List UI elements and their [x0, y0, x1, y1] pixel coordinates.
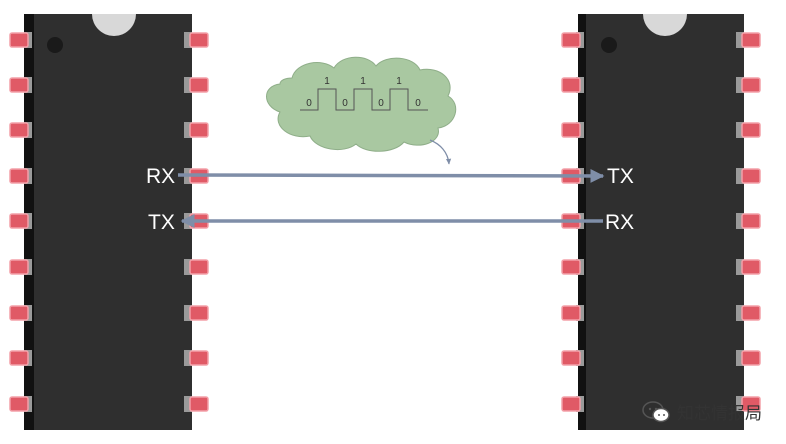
right-chip-outer-pin-9 [741, 396, 761, 412]
right-chip-outer-pin-2 [741, 77, 761, 93]
right-chip-outer-pin-stub-5 [736, 213, 744, 229]
left-chip-inner-pin-3 [189, 122, 209, 138]
right-chip-outer-pin-7 [741, 305, 761, 321]
right-chip-inner-pin-7 [561, 305, 581, 321]
left-chip-inner-pin-stub-9 [184, 396, 192, 412]
left-chip-inner-pin-stub-2 [184, 77, 192, 93]
left-chip-inner-pin-stub-1 [184, 32, 192, 48]
right-chip-inner-pin-9 [561, 396, 581, 412]
right-chip-outer-pin-stub-6 [736, 259, 744, 275]
left-rx-label: RX [146, 165, 175, 188]
bit-label-6: 1 [396, 76, 402, 87]
left-chip [9, 14, 209, 430]
right-chip-outer-pin-5 [741, 213, 761, 229]
left-chip-inner-pin-1 [189, 32, 209, 48]
right-chip-outer-pin-4 [741, 168, 761, 184]
right-chip-outer-pin-stub-7 [736, 305, 744, 321]
left-tx-label: TX [148, 211, 175, 234]
bit-labels: 0 1 0 1 0 1 0 [306, 76, 421, 109]
right-chip-inner-pin-8 [561, 350, 581, 366]
cloud-pointer-arrow [429, 139, 452, 165]
left-chip-inner-pin-9 [189, 396, 209, 412]
right-chip-outer-pin-8 [741, 350, 761, 366]
right-chip-outer-pin-stub-1 [736, 32, 744, 48]
right-chip-inner-pin-2 [561, 77, 581, 93]
bit-label-1: 0 [306, 98, 312, 109]
right-chip-outer-pin-3 [741, 122, 761, 138]
left-chip-outer-pin-3 [9, 122, 29, 138]
wechat-icon [642, 400, 670, 422]
left-chip-outer-pin-1 [9, 32, 29, 48]
left-chip-inner-pin-stub-7 [184, 305, 192, 321]
left-chip-outer-pin-2 [9, 77, 29, 93]
right-chip-outer-pin-6 [741, 259, 761, 275]
rx-to-tx-arrow [177, 168, 605, 183]
bit-label-2: 1 [324, 76, 330, 87]
right-chip-inner-pin-3 [561, 122, 581, 138]
watermark-text: 知芯情报局 [677, 404, 762, 424]
left-chip-inner-pin-stub-6 [184, 259, 192, 275]
right-chip-outer-pin-stub-2 [736, 77, 744, 93]
left-chip-pins-outer [9, 32, 32, 412]
left-chip-inner-pin-stub-3 [184, 122, 192, 138]
left-chip-outer-pin-4 [9, 168, 29, 184]
left-chip-inner-pin-7 [189, 305, 209, 321]
right-chip-outer-pin-stub-9 [736, 396, 744, 412]
right-tx-label: TX [607, 165, 634, 188]
left-chip-outer-pin-9 [9, 396, 29, 412]
right-chip-pins-outer [736, 32, 761, 412]
left-chip-outer-pin-8 [9, 350, 29, 366]
left-chip-outer-pin-5 [9, 213, 29, 229]
signal-cloud: 0 1 0 1 0 1 0 [266, 56, 457, 152]
left-chip-outer-pin-7 [9, 305, 29, 321]
right-chip-outer-pin-stub-4 [736, 168, 744, 184]
left-chip-inner-pin-stub-8 [184, 350, 192, 366]
left-chip-inner-pin-6 [189, 259, 209, 275]
right-chip-outer-pin-stub-3 [736, 122, 744, 138]
bit-label-5: 0 [378, 98, 384, 109]
left-chip-inner-pin-8 [189, 350, 209, 366]
left-chip-outer-pin-6 [9, 259, 29, 275]
right-chip-inner-pin-1 [561, 32, 581, 48]
bit-label-3: 0 [342, 98, 348, 109]
watermark: 知芯情报局 [641, 399, 762, 424]
right-chip-outer-pin-1 [741, 32, 761, 48]
right-chip-outer-pin-stub-8 [736, 350, 744, 366]
right-chip-inner-pin-6 [561, 259, 581, 275]
waveform [300, 88, 428, 111]
left-chip-inner-pin-2 [189, 77, 209, 93]
bit-label-7: 0 [415, 98, 421, 109]
bit-label-4: 1 [360, 76, 366, 87]
right-rx-label: RX [605, 211, 634, 234]
